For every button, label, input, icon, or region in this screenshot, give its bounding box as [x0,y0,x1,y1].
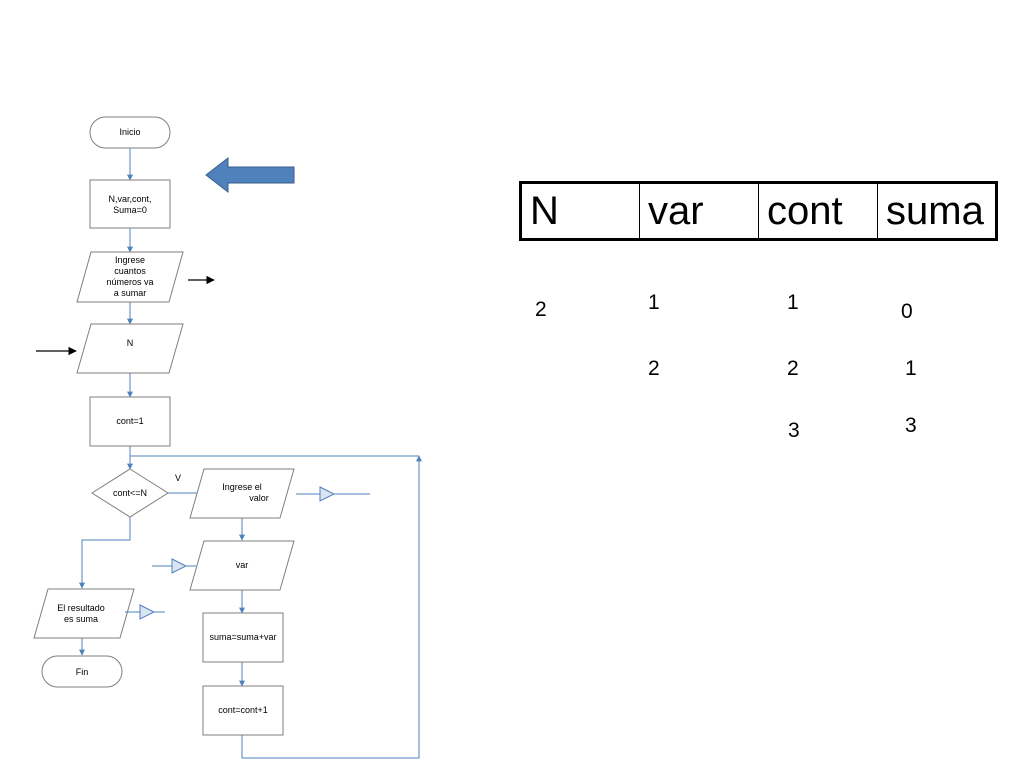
dataflow-marker-var [152,558,196,574]
svg-text:números va: números va [106,277,153,287]
input-n-io: N [76,323,184,374]
value-var-1: 1 [648,291,660,314]
svg-text:Inicio: Inicio [119,127,140,137]
input-var-io: var [189,540,295,591]
value-suma-1: 0 [901,300,913,323]
header-var: var [639,182,759,240]
header-n: N [520,182,640,240]
end-terminator: Fin [41,655,123,688]
value-cont-1: 1 [787,291,799,314]
declare-process: N,var,cont, Suma=0 [89,179,171,229]
value-cont-2: 2 [787,357,799,380]
svg-text:cont=1: cont=1 [116,416,143,426]
init-cont-process: cont=1 [89,396,171,447]
svg-text:var: var [236,560,249,570]
prompt-value-io: Ingrese el valor [189,468,295,519]
trace-table-header: N var cont suma [520,182,997,240]
svg-text:Ingrese: Ingrese [115,255,145,265]
value-var-2: 2 [648,357,660,380]
pointer-arrow-icon [205,156,295,194]
svg-text:cont<=N: cont<=N [113,488,147,498]
svg-text:a sumar: a sumar [114,288,147,298]
value-suma-3: 3 [905,414,917,437]
start-terminator: Inicio [89,116,171,149]
svg-text:El resultado: El resultado [57,603,105,613]
svg-text:es suma: es suma [64,614,98,624]
condition-decision: cont<=N [91,468,169,518]
value-cont-3: 3 [788,419,800,442]
svg-text:valor: valor [249,493,269,503]
svg-text:Suma=0: Suma=0 [113,205,147,215]
dataflow-marker-value [296,486,370,502]
svg-text:cont=cont+1: cont=cont+1 [218,705,268,715]
dataflow-marker-output [125,604,165,620]
value-n-1: 2 [535,298,547,321]
svg-text:Ingrese el: Ingrese el [222,482,262,492]
connectors [79,148,422,759]
svg-text:N,var,cont,: N,var,cont, [108,194,151,204]
header-suma: suma [877,182,997,240]
svg-text:N: N [127,338,134,348]
svg-text:Fin: Fin [76,667,89,677]
svg-text:cuantos: cuantos [114,266,146,276]
output-io: El resultado es suma [33,588,135,639]
prompt-count-io: Ingrese cuantos números va a sumar [76,251,184,303]
increment-process: cont=cont+1 [202,685,284,736]
value-suma-2: 1 [905,357,917,380]
header-cont: cont [758,182,878,240]
trace-table: N var cont suma [519,181,998,241]
svg-text:suma=suma+var: suma=suma+var [209,632,276,642]
accumulate-process: suma=suma+var [202,612,284,663]
true-branch-label: V [175,473,181,483]
